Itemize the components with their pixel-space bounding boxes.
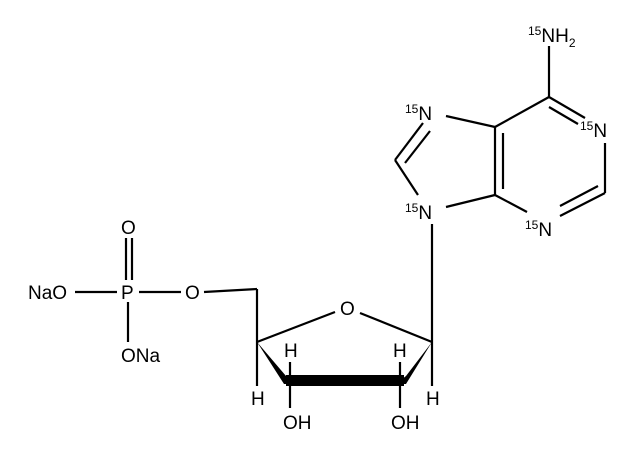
hydroxyl-2-label: OH	[391, 413, 420, 434]
hydrogen-3-label: H	[284, 341, 298, 362]
n7-label: 15N	[405, 102, 432, 125]
phosphorus-label: P	[121, 283, 134, 304]
sodium-oxide-bottom-label: ONa	[121, 346, 161, 367]
bonds	[75, 46, 607, 408]
hydrogen-4-label: H	[251, 389, 265, 410]
n1-label: 15N	[580, 119, 607, 142]
hydroxyl-3-label: OH	[283, 413, 312, 434]
n9-label: 15N	[405, 201, 432, 224]
sodium-oxide-left-label: NaO	[28, 283, 67, 304]
amine-label: 15NH2	[528, 24, 576, 50]
atom-labels: 15NH2 15N 15N 15N 15N O O O P NaO ONa OH…	[28, 24, 607, 434]
ring-oxygen-label: O	[340, 299, 355, 320]
n3-label: 15N	[525, 218, 552, 241]
ester-oxygen-label: O	[185, 283, 200, 304]
hydrogen-1-label: H	[426, 389, 440, 410]
oxo-oxygen-label: O	[121, 218, 136, 239]
hydrogen-2-label: H	[393, 341, 407, 362]
